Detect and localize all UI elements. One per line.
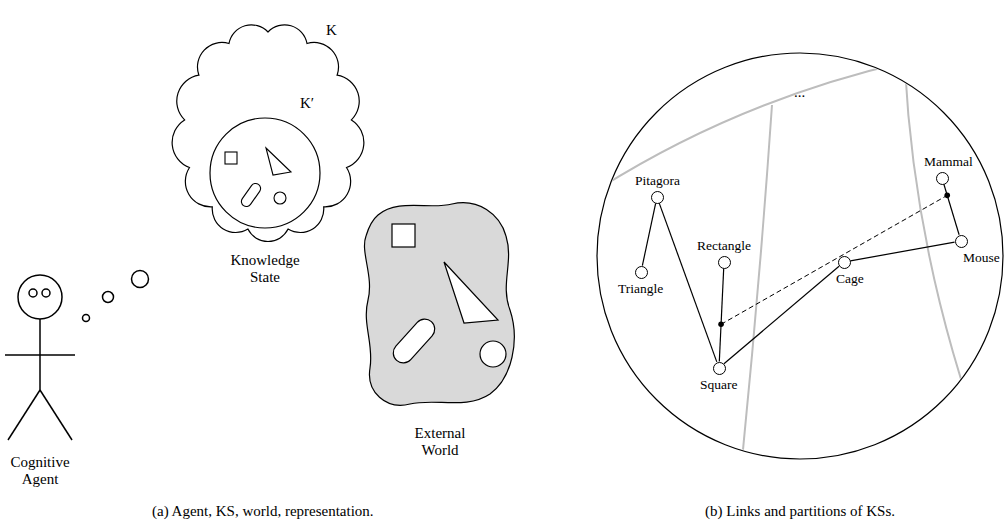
link-dot bbox=[718, 322, 724, 328]
external-world bbox=[364, 203, 514, 405]
ks-space bbox=[597, 53, 1003, 459]
panel-label: Knowledge State bbox=[220, 252, 310, 286]
inner-shapes bbox=[225, 148, 291, 209]
node-label: Mammal bbox=[924, 154, 973, 169]
concept-node bbox=[651, 191, 664, 204]
knowledge-cloud bbox=[172, 25, 364, 242]
partition-lines bbox=[600, 62, 985, 460]
node-label: Cage bbox=[836, 271, 864, 286]
caption: (a) Agent, KS, world, representation. bbox=[152, 503, 374, 520]
panel-label: Cognitive Agent bbox=[0, 454, 80, 488]
node-label: Rectangle bbox=[697, 238, 751, 253]
concept-node bbox=[713, 362, 726, 375]
caption: (b) Links and partitions of KSs. bbox=[705, 503, 895, 520]
concept-node bbox=[635, 266, 648, 279]
link-line bbox=[659, 203, 717, 362]
link-dot bbox=[944, 193, 950, 199]
world-shapes bbox=[389, 224, 506, 367]
node-label: Mouse bbox=[963, 250, 1000, 265]
inner-circle bbox=[210, 118, 320, 228]
concept-node bbox=[955, 235, 968, 248]
node-label: Pitagora bbox=[635, 173, 680, 188]
set-label: K bbox=[326, 22, 337, 39]
link-line bbox=[719, 268, 723, 361]
ellipsis-label: ... bbox=[794, 84, 805, 101]
thought-bubbles bbox=[83, 271, 149, 322]
agent-figure bbox=[5, 275, 75, 440]
link-line bbox=[850, 242, 954, 261]
panel-label: External World bbox=[400, 425, 480, 459]
link-line bbox=[944, 184, 959, 235]
concept-node bbox=[838, 256, 851, 269]
meta-link bbox=[721, 195, 947, 324]
concept-node bbox=[718, 256, 731, 269]
node-label: Square bbox=[700, 377, 738, 392]
link-line bbox=[642, 203, 655, 265]
link-line bbox=[724, 266, 839, 364]
concept-node bbox=[936, 172, 949, 185]
set-label: K′ bbox=[300, 95, 314, 112]
node-label: Triangle bbox=[618, 281, 663, 296]
